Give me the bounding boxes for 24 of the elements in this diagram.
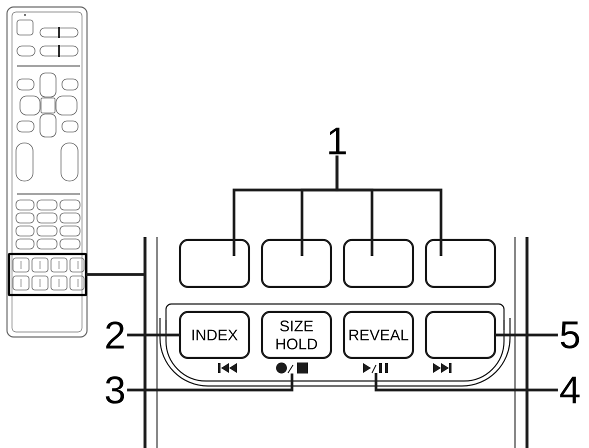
leader-line (336, 156, 442, 256)
button: SIZE HOLD (260, 310, 332, 360)
button (260, 238, 332, 288)
callout-number: 5 (560, 322, 580, 348)
record-stop-icon (276, 362, 308, 374)
callout-number: 4 (560, 376, 580, 404)
button (424, 310, 496, 360)
leader-line (86, 273, 145, 276)
play-pause-icon (363, 363, 388, 374)
remote-control (6, 6, 88, 338)
enlarged-view (144, 237, 528, 448)
button (424, 238, 496, 288)
leader-line (495, 334, 558, 336)
button: REVEAL (342, 310, 414, 360)
leader-line (374, 373, 558, 392)
button: INDEX (178, 310, 250, 360)
button (178, 238, 250, 288)
leader-line (127, 334, 180, 336)
callout-number: 1 (329, 128, 346, 154)
callout-number: 2 (106, 322, 124, 348)
highlight-box (8, 252, 88, 296)
callout-number: 3 (106, 376, 124, 404)
button (342, 238, 414, 288)
leader-line (127, 374, 294, 392)
